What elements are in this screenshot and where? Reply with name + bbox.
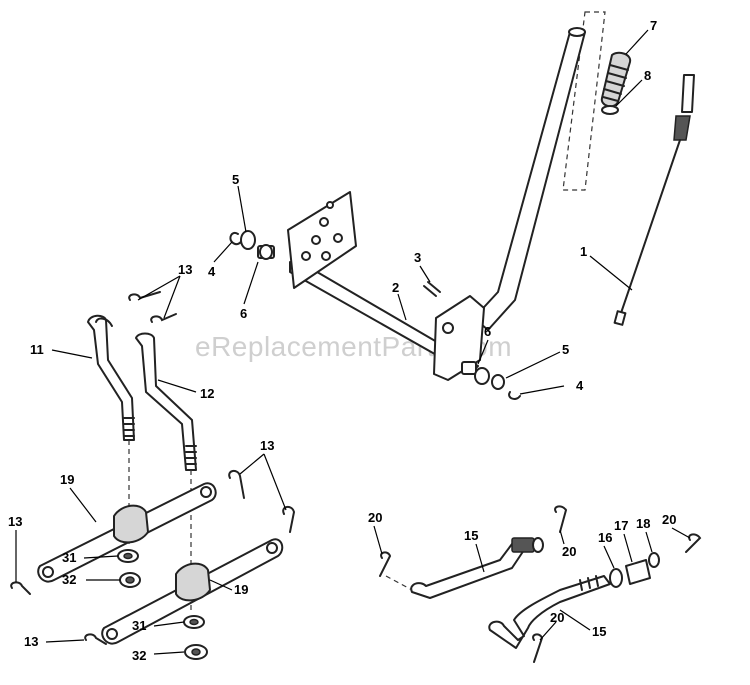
nuts-left (117, 549, 141, 588)
callout-7: 7 (650, 18, 657, 33)
callout-20-mid: 20 (562, 544, 576, 559)
link-rod-15-lower (488, 575, 611, 649)
callout-6-upper: 6 (240, 306, 247, 321)
clips-13-right (228, 470, 296, 533)
clips-13-top (128, 291, 177, 323)
callout-13-right: 13 (260, 438, 274, 453)
grip-ring (601, 105, 619, 115)
height-adjust-rod (613, 74, 695, 326)
callout-11: 11 (30, 342, 44, 357)
callout-31-upper: 31 (62, 550, 76, 565)
callout-20-bottom: 20 (550, 610, 564, 625)
callout-32-lower: 32 (132, 648, 146, 663)
nuts-right (183, 615, 208, 660)
handle-grip (600, 51, 632, 108)
arm-19-upper (37, 482, 217, 583)
clips-20 (379, 505, 702, 663)
cotter-pin-3 (423, 281, 441, 297)
callout-18: 18 (636, 516, 650, 531)
clip-13-bottom (84, 633, 107, 645)
callout-13-top: 13 (178, 262, 192, 277)
callout-5-upper: 5 (232, 172, 239, 187)
callout-2: 2 (392, 280, 399, 295)
callout-4-right: 4 (576, 378, 584, 393)
callout-1: 1 (580, 244, 587, 259)
mounting-plate (287, 191, 357, 289)
callout-19-lower: 19 (234, 582, 248, 597)
callout-31-lower: 31 (132, 618, 146, 633)
lift-link-11 (87, 314, 135, 441)
lift-link-12 (135, 332, 197, 471)
callout-20-right: 20 (662, 512, 676, 527)
handle-pivot-bracket (433, 295, 485, 381)
callout-4-upper: 4 (208, 264, 216, 279)
upper-left-hardware (229, 230, 275, 260)
leader-lines (15, 29, 691, 655)
callout-5-right: 5 (562, 342, 569, 357)
callout-15-upper: 15 (464, 528, 478, 543)
lift-handle (473, 27, 586, 331)
callout-19-upper: 19 (60, 472, 74, 487)
right-side-hardware (461, 361, 521, 400)
handle-clearance-outline (562, 11, 606, 191)
callout-16: 16 (598, 530, 612, 545)
callout-6-right: 6 (484, 324, 491, 339)
callout-32-upper: 32 (62, 572, 76, 587)
arm-19-lower (101, 538, 284, 645)
clip-13-left (10, 581, 31, 595)
swivel-hardware (609, 552, 660, 588)
link-rod-15-upper (410, 537, 544, 599)
callout-20-left: 20 (368, 510, 382, 525)
alignment-line-clip (385, 575, 413, 591)
callout-3: 3 (414, 250, 421, 265)
callout-17: 17 (614, 518, 628, 533)
callout-13-left: 13 (8, 514, 22, 529)
callout-8: 8 (644, 68, 651, 83)
callout-13-bottom: 13 (24, 634, 38, 649)
callout-15-lower: 15 (592, 624, 606, 639)
callout-12: 12 (200, 386, 214, 401)
